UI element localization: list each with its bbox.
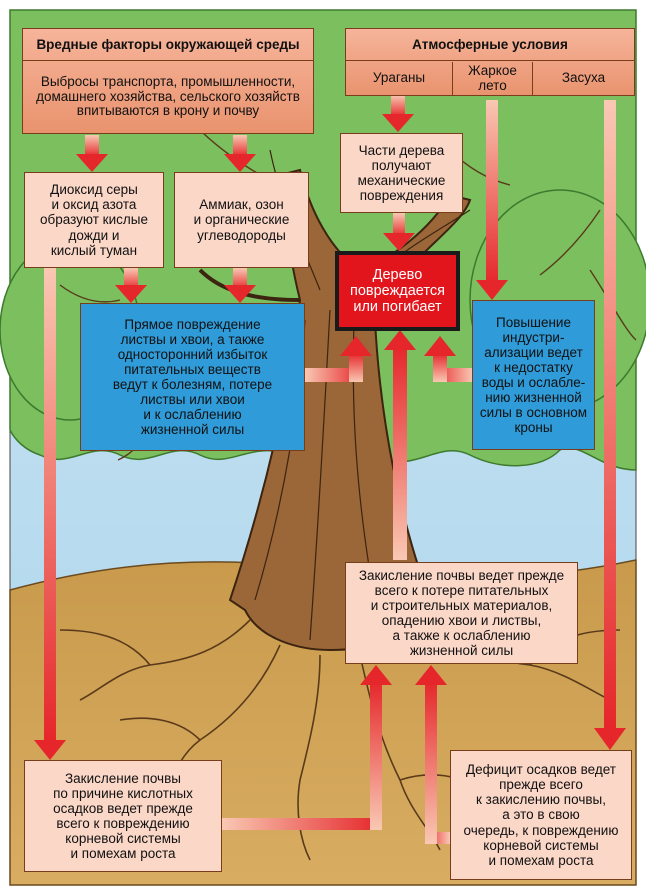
atmospheric-item-hot-summer: Жаркое лето [453, 62, 533, 95]
atmospheric-item-hurricanes: Ураганы [346, 62, 453, 95]
box-precipitation-deficit: Дефицит осадков ведет прежде всего к зак… [450, 750, 632, 880]
box-soil-acidification-center: Закисление почвы ведет прежде всего к по… [345, 562, 578, 664]
tree-trunk [198, 149, 472, 652]
box-ammonia: Аммиак, озон и органические углеводороды [174, 172, 309, 268]
box-mechanical-damage: Части дерева получают механические повре… [340, 133, 463, 213]
harmful-factors-text: Выбросы транспорта, промышленности, дома… [36, 73, 300, 119]
box-direct-damage: Прямое повреждение листвы и хвои, а такж… [80, 303, 305, 451]
box-soil-acidification-left: Закисление почвы по причине кислотных ос… [24, 760, 222, 872]
box-tree-damaged: Дерево повреждается или погибает [335, 251, 460, 331]
header-harmful-factors: Вредные факторы окружающей среды Выбросы… [22, 28, 314, 134]
atmospheric-title: Атмосферные условия [346, 29, 634, 61]
box-acid-rain: Диоксид серы и оксид азота образуют кисл… [24, 172, 164, 268]
atmospheric-item-drought: Засуха [561, 70, 606, 86]
header-atmospheric: Атмосферные условия Ураганы Жаркое лето … [345, 28, 635, 96]
box-industrialization: Повышение индустри- ализации ведет к нед… [472, 300, 595, 450]
harmful-factors-title: Вредные факторы окружающей среды [23, 29, 313, 61]
arrows [34, 95, 626, 844]
